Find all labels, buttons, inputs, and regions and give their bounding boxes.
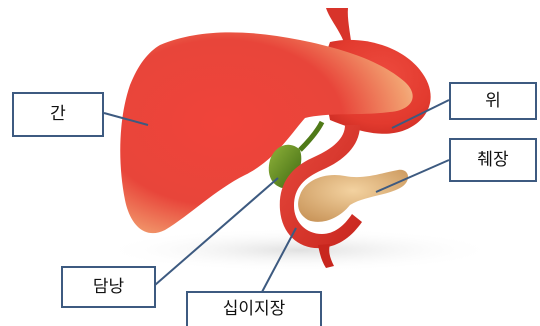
liver-shape: [120, 32, 412, 233]
gallbladder-label: 담낭: [61, 266, 156, 308]
duodenum-label: 십이지장: [186, 291, 322, 326]
pancreas-shape: [298, 170, 408, 222]
bile-duct-shape: [300, 122, 322, 150]
pancreas-label: 췌장: [449, 138, 537, 182]
stomach-label: 위: [449, 82, 537, 120]
liver-label: 간: [12, 92, 104, 137]
